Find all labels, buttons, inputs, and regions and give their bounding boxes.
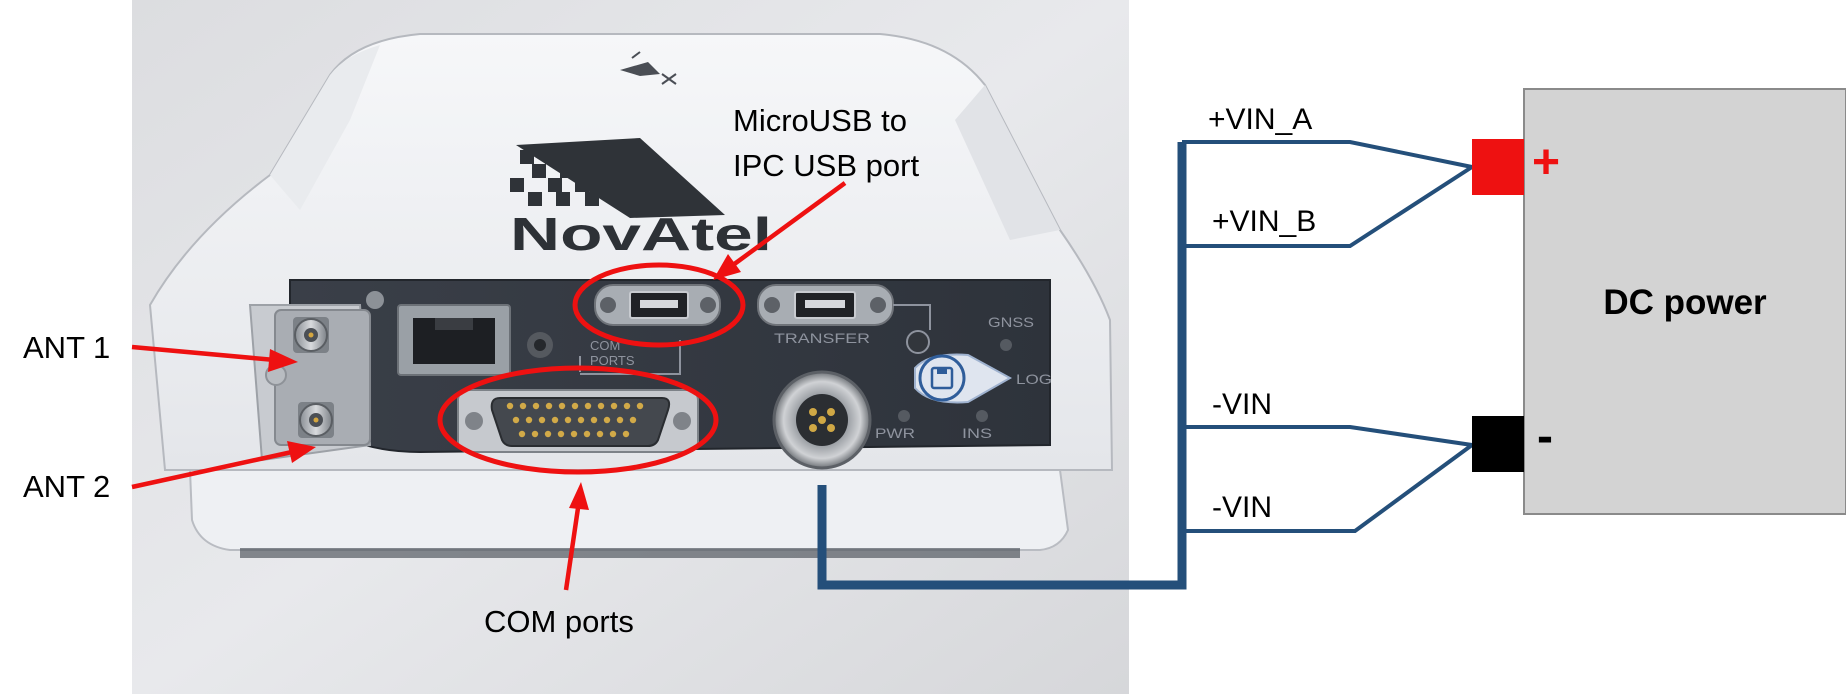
db-pin bbox=[610, 402, 618, 410]
db-pin bbox=[623, 402, 631, 410]
top-antenna-logo-icon bbox=[620, 51, 677, 85]
label-com-ports: COM ports bbox=[484, 604, 634, 639]
receiver-shoulder-right bbox=[955, 85, 1060, 240]
power-wiring: +VIN_A +VIN_B -VIN -VIN bbox=[817, 103, 1474, 590]
db-pin bbox=[551, 416, 559, 424]
db-pin bbox=[577, 416, 585, 424]
negative-symbol: - bbox=[1537, 410, 1553, 463]
db-pin bbox=[531, 430, 539, 438]
novatel-logo-mark bbox=[510, 138, 725, 218]
main-power-cable bbox=[817, 142, 1187, 590]
dc-power-supply: DC power + - bbox=[1472, 88, 1846, 515]
db-pin bbox=[603, 416, 611, 424]
db-pin bbox=[525, 416, 533, 424]
com-ports-arrow bbox=[563, 482, 589, 591]
db-pin bbox=[512, 416, 520, 424]
db-pin bbox=[596, 430, 604, 438]
dc-power-label: DC power bbox=[1603, 283, 1767, 322]
panel-label-pwr: PWR bbox=[875, 425, 915, 441]
label-vin-b: +VIN_B bbox=[1212, 205, 1316, 238]
label-microusb-line2: IPC USB port bbox=[733, 148, 919, 183]
ins-led bbox=[976, 410, 988, 422]
db-pin bbox=[519, 402, 527, 410]
ant1-arrow bbox=[131, 344, 298, 372]
db-pin bbox=[584, 402, 592, 410]
microusb-highlight-ellipse bbox=[572, 262, 746, 348]
novatel-logo-text: NovAtel bbox=[510, 208, 772, 260]
panel-label-com-ports-line: PORTS bbox=[590, 353, 635, 368]
db-pin bbox=[622, 430, 630, 438]
db-pin bbox=[629, 416, 637, 424]
db-pin bbox=[557, 430, 565, 438]
negative-terminal bbox=[1472, 416, 1524, 472]
annotations: ANT 1 ANT 2 MicroUSB to IPC USB port COM… bbox=[23, 103, 919, 639]
db-pin bbox=[532, 402, 540, 410]
db-pin bbox=[636, 402, 644, 410]
db-pin bbox=[545, 402, 553, 410]
db-pin bbox=[571, 402, 579, 410]
ant2-arrow bbox=[131, 441, 316, 490]
receiver-base-plate bbox=[188, 469, 1070, 551]
receiver-base-shadow bbox=[240, 548, 1020, 558]
label-vin-neg-1: -VIN bbox=[1212, 388, 1272, 421]
db-pin bbox=[570, 430, 578, 438]
panel-label-log: LOG bbox=[1016, 371, 1052, 387]
db-pin bbox=[583, 430, 591, 438]
ethernet-port bbox=[366, 291, 553, 376]
com-ports-pins bbox=[506, 402, 644, 438]
receiver-shoulder-left bbox=[270, 45, 380, 210]
transfer-port bbox=[757, 284, 931, 354]
pwr-led bbox=[898, 410, 910, 422]
positive-terminal bbox=[1472, 139, 1524, 195]
gnss-led bbox=[1000, 339, 1012, 351]
ant1-connector bbox=[293, 317, 329, 353]
db-pin bbox=[590, 416, 598, 424]
db-pin bbox=[544, 430, 552, 438]
db-pin bbox=[609, 430, 617, 438]
label-vin-a: +VIN_A bbox=[1208, 103, 1312, 136]
label-ant1: ANT 1 bbox=[23, 330, 110, 365]
panel-label-gnss: GNSS bbox=[988, 314, 1034, 330]
panel-label-transfer: TRANSFER bbox=[774, 330, 870, 346]
db-pin bbox=[538, 416, 546, 424]
db-pin bbox=[616, 416, 624, 424]
wire-vin-b bbox=[1182, 165, 1474, 248]
wire-vin-a bbox=[1182, 140, 1473, 169]
dc-power-box bbox=[1523, 88, 1846, 515]
wire-vin-neg-1 bbox=[1182, 425, 1473, 447]
db-pin bbox=[506, 402, 514, 410]
com-ports-highlight-ellipse bbox=[437, 365, 719, 475]
db-pin bbox=[558, 402, 566, 410]
log-button bbox=[914, 353, 1013, 404]
microusb-ipc-port bbox=[594, 284, 721, 326]
ant2-connector bbox=[298, 402, 334, 438]
receiver-enclosure: NovAtel bbox=[148, 33, 1114, 558]
m12-power-connector bbox=[772, 370, 872, 470]
wire-vin-neg-2 bbox=[1182, 443, 1474, 533]
label-ant2: ANT 2 bbox=[23, 469, 110, 504]
microusb-arrow bbox=[713, 181, 847, 280]
label-vin-neg-2: -VIN bbox=[1212, 491, 1272, 524]
receiver-photo: NovAtel bbox=[132, 0, 1129, 694]
db-pin bbox=[518, 430, 526, 438]
label-microusb-line1: MicroUSB to bbox=[733, 103, 907, 138]
positive-symbol: + bbox=[1532, 136, 1560, 189]
db-pin bbox=[597, 402, 605, 410]
db-pin bbox=[564, 416, 572, 424]
panel-label-com-ports-line: COM bbox=[590, 338, 620, 353]
panel-label-ins: INS bbox=[962, 425, 992, 441]
